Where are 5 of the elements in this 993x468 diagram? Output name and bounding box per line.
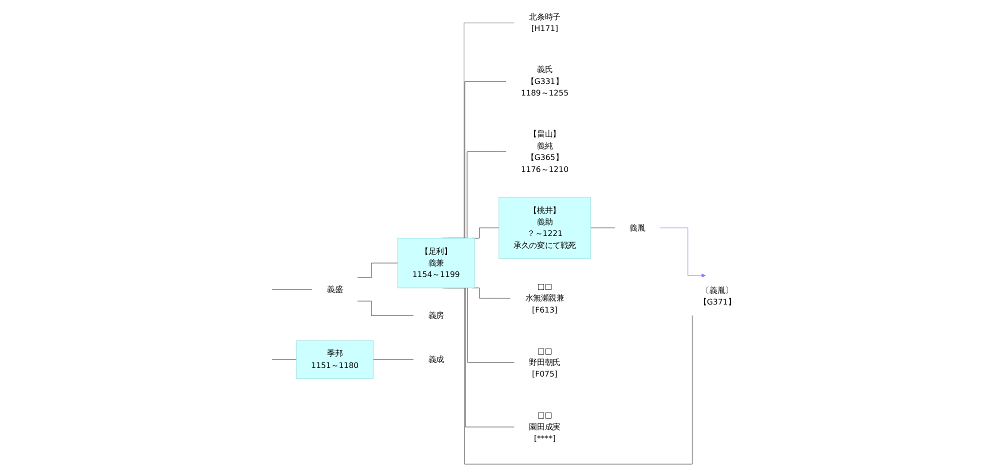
connector: [357, 262, 398, 278]
connector: [357, 300, 414, 316]
connector: [272, 359, 297, 360]
connector: [373, 359, 414, 360]
connector: [272, 289, 313, 290]
